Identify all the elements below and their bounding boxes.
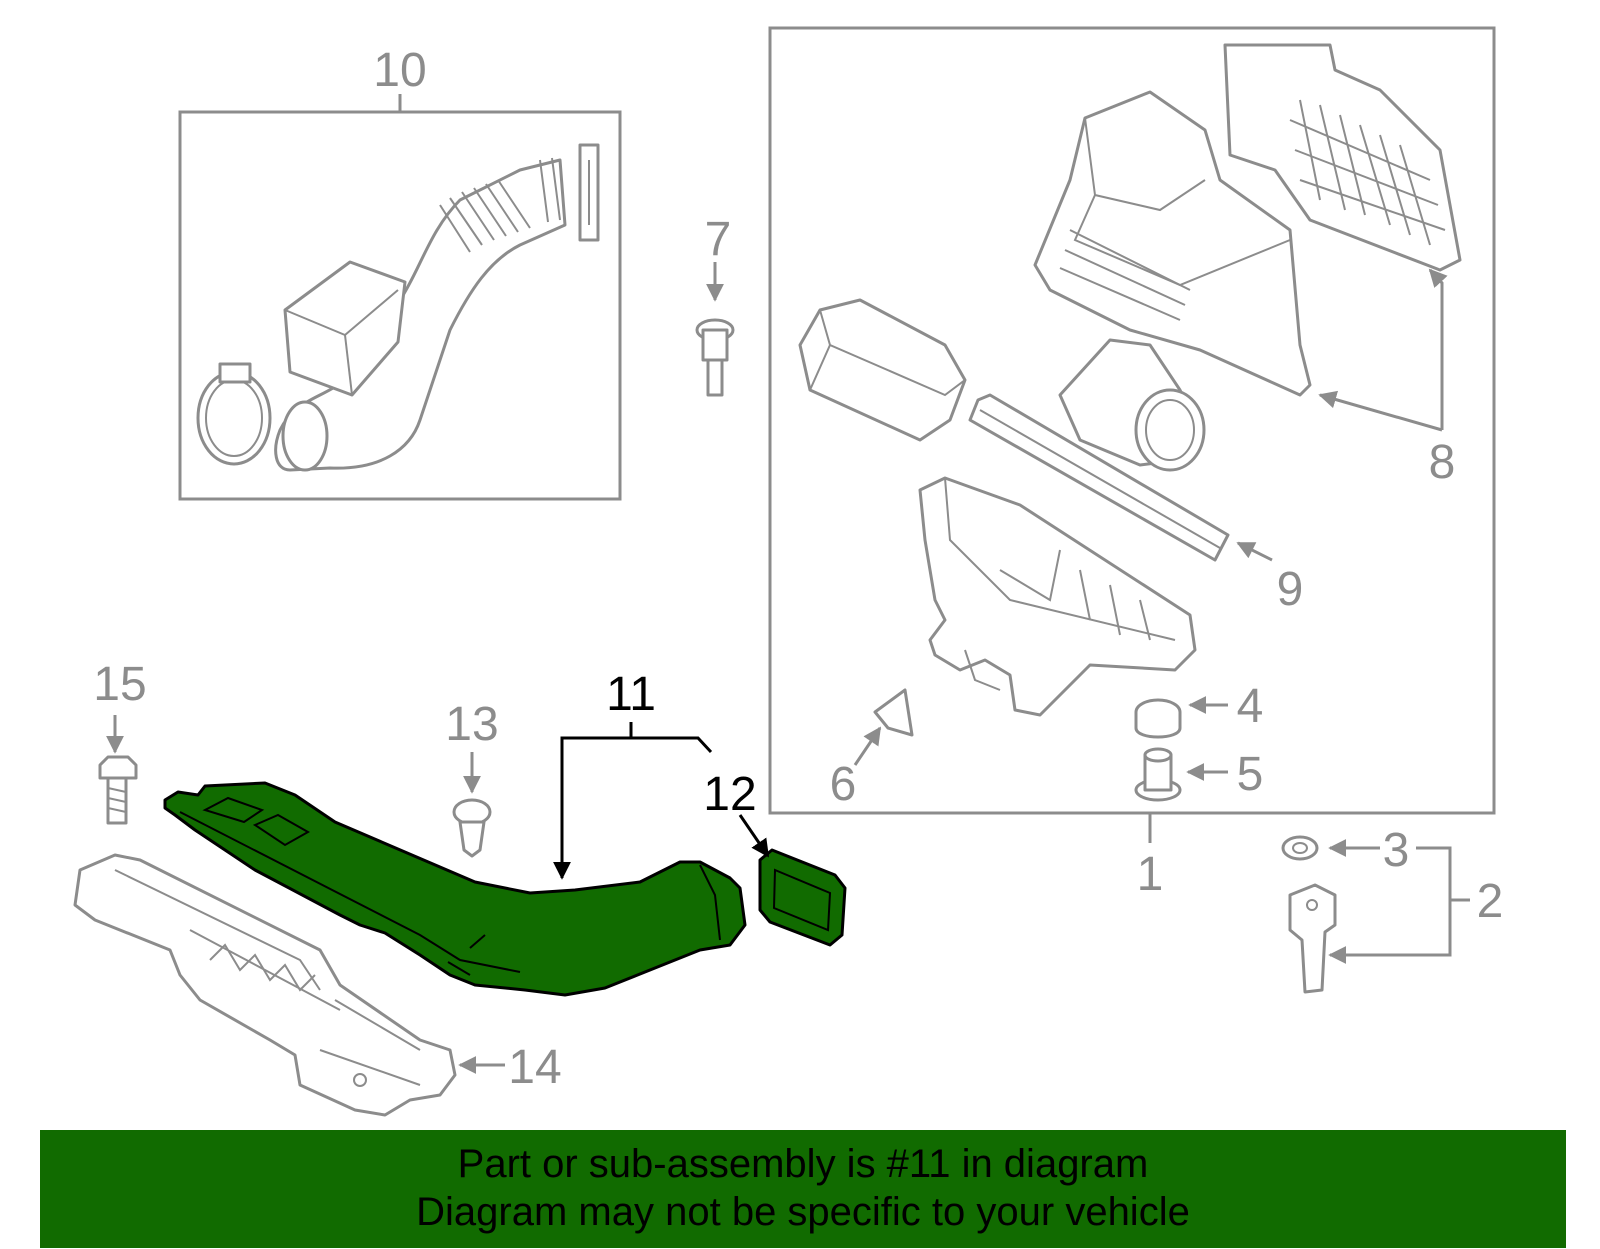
intake-hose-group	[178, 94, 622, 501]
air-cleaner-lower-case	[918, 476, 1197, 717]
banner-line-1: Part or sub-assembly is #11 in diagram	[457, 1142, 1149, 1186]
callout-5: 5	[1237, 748, 1264, 801]
seal-12[interactable]	[758, 848, 847, 947]
clip-7	[695, 262, 735, 397]
air-filter-element	[968, 393, 1230, 562]
bracket-6	[873, 688, 914, 737]
callout-9: 9	[1277, 563, 1304, 616]
air-cleaner-cover	[1033, 43, 1462, 397]
bolt-15	[98, 715, 138, 825]
callout-11: 11	[606, 668, 656, 721]
hose-clamp	[196, 362, 272, 466]
air-cleaner-group	[768, 26, 1496, 843]
callout-13: 13	[445, 698, 498, 751]
resonator	[798, 298, 967, 442]
banner-line-2: Diagram may not be specific to your vehi…	[416, 1190, 1190, 1234]
callout-15: 15	[93, 658, 146, 711]
callout-10: 10	[373, 44, 426, 97]
callout-3: 3	[1383, 824, 1410, 877]
clip-13	[452, 752, 492, 858]
info-banner: Part or sub-assembly is #11 in diagram D…	[40, 1130, 1566, 1248]
grommet-4	[1134, 698, 1182, 739]
callout-8: 8	[1429, 436, 1456, 489]
intake-hose	[274, 157, 567, 472]
insulator-5	[1134, 747, 1182, 802]
bracket-assembly-2	[1281, 835, 1470, 994]
callout-14: 14	[508, 1041, 561, 1094]
hose-clip	[578, 143, 600, 242]
callout-7: 7	[705, 213, 732, 266]
lower-duct-14	[73, 853, 505, 1117]
callout-1: 1	[1137, 848, 1164, 901]
callout-12: 12	[703, 768, 756, 821]
air-duct-11-highlighted[interactable]	[163, 781, 747, 997]
callout-4: 4	[1237, 680, 1264, 733]
callout-6: 6	[830, 758, 857, 811]
mass-airflow-duct	[1058, 338, 1206, 472]
box-1	[768, 26, 1496, 815]
callout-2: 2	[1477, 875, 1504, 928]
